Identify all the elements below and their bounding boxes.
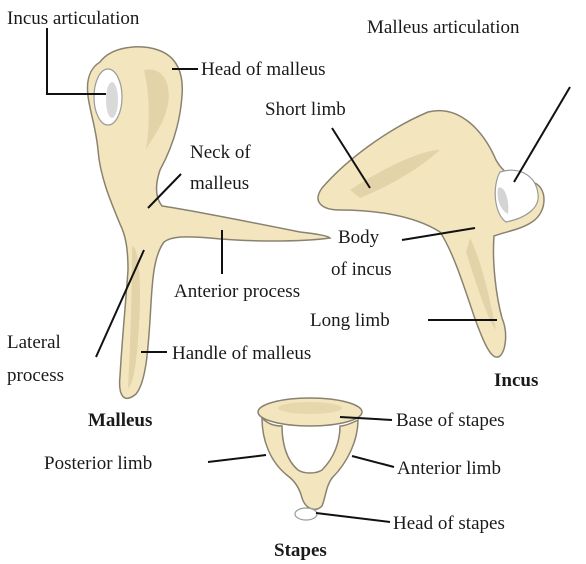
leader-head-of-stapes: [316, 513, 390, 522]
label-head-of-malleus: Head of malleus: [201, 59, 326, 80]
label-anterior-process: Anterior process: [174, 281, 300, 302]
title-stapes: Stapes: [274, 540, 327, 561]
title-malleus: Malleus: [88, 410, 152, 431]
label-posterior-limb: Posterior limb: [44, 453, 152, 474]
leader-malleus-articulation: [514, 87, 570, 182]
stapes-bone: [258, 398, 362, 520]
label-neck-of-malleus-line1: Neck of: [190, 142, 251, 163]
label-body-of-incus-line2: of incus: [331, 259, 392, 280]
leader-anterior-limb: [352, 456, 394, 467]
title-incus: Incus: [494, 370, 538, 391]
label-lateral-process-line2: process: [7, 365, 64, 386]
label-short-limb: Short limb: [265, 99, 346, 120]
label-head-of-stapes: Head of stapes: [393, 513, 505, 534]
label-neck-of-malleus-line2: malleus: [190, 173, 249, 194]
label-handle-of-malleus: Handle of malleus: [172, 343, 311, 364]
label-body-of-incus-line1: Body: [338, 227, 380, 248]
stapes-head-facet: [295, 508, 317, 520]
label-long-limb: Long limb: [310, 310, 390, 331]
labels: Incus articulation Head of malleus Neck …: [7, 8, 538, 561]
label-lateral-process-line1: Lateral: [7, 332, 61, 353]
leader-posterior-limb: [208, 455, 266, 462]
label-anterior-limb: Anterior limb: [397, 458, 501, 479]
label-incus-articulation: Incus articulation: [7, 8, 140, 29]
label-base-of-stapes: Base of stapes: [396, 410, 505, 431]
label-malleus-articulation: Malleus articulation: [367, 17, 520, 38]
